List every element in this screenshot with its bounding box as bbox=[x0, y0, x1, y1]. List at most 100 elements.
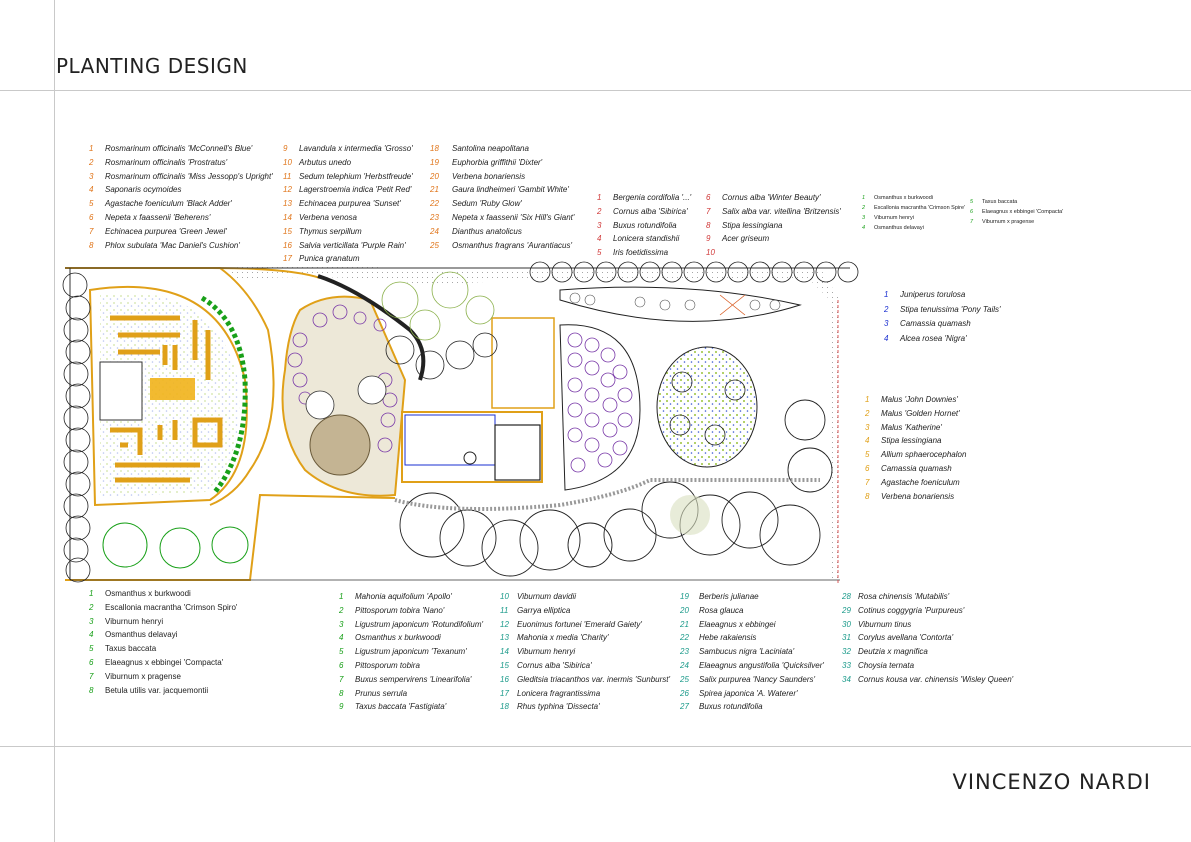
frame-line-top bbox=[0, 90, 1191, 91]
top-bed bbox=[559, 286, 802, 322]
frame-line-bottom bbox=[0, 746, 1191, 747]
herb-garden-outline bbox=[88, 285, 248, 507]
central-bed-feature bbox=[309, 414, 371, 476]
garden-border bbox=[65, 267, 275, 506]
meadow-trees bbox=[669, 371, 746, 446]
top-green-trees bbox=[381, 271, 495, 341]
top-black-trees bbox=[385, 332, 498, 380]
garden-border-2 bbox=[65, 493, 396, 581]
lower-left-shrubs bbox=[102, 522, 249, 569]
author-name: VINCENZO NARDI bbox=[952, 770, 1151, 794]
top-bed-plants bbox=[569, 292, 781, 311]
top-hedge bbox=[529, 261, 859, 283]
page-title: PLANTING DESIGN bbox=[56, 54, 248, 78]
central-bed-tree-2 bbox=[357, 375, 387, 405]
top-bed-red bbox=[719, 294, 746, 316]
bottom-path bbox=[394, 478, 820, 511]
purple-bed bbox=[559, 324, 641, 491]
herb-rows bbox=[110, 315, 223, 483]
herb-patch bbox=[150, 378, 195, 400]
frame-line-left bbox=[54, 0, 55, 842]
central-bed-path bbox=[317, 274, 426, 381]
meadow bbox=[656, 346, 758, 468]
herb-hedge bbox=[200, 295, 248, 494]
